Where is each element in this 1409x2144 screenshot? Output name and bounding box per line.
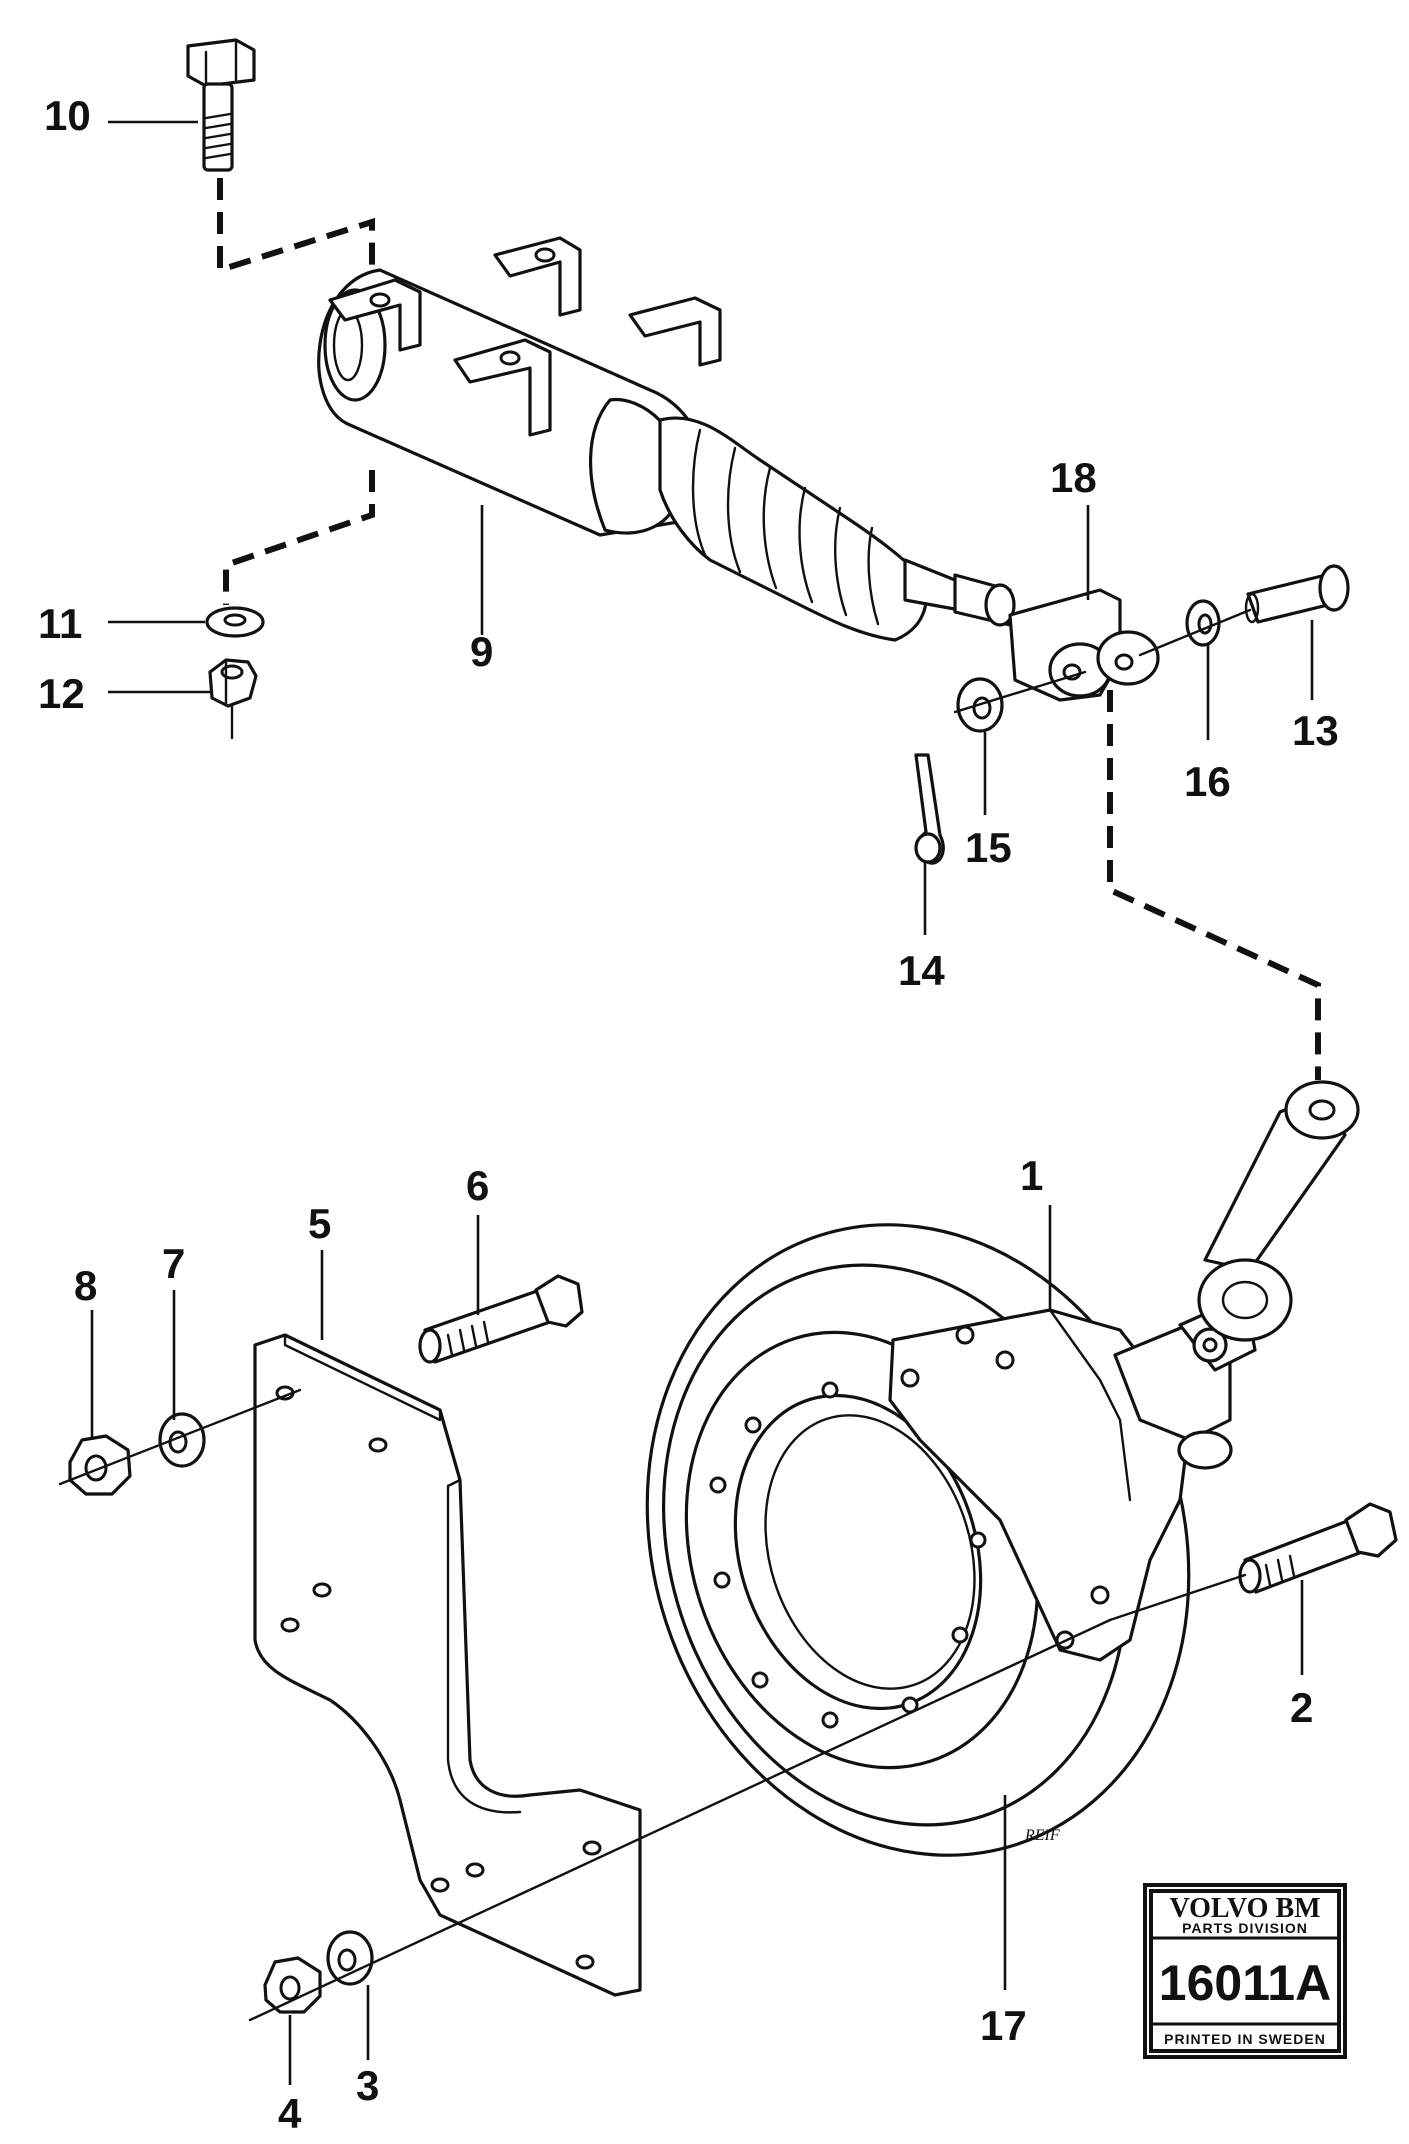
part-5-mounting-bracket [253, 1333, 642, 1997]
callout-12: 12 [38, 670, 85, 717]
part-12-nut [208, 658, 258, 740]
stamp-brand: VOLVO BM [1169, 1893, 1320, 1924]
callout-3: 3 [356, 2062, 379, 2109]
callout-16: 16 [1184, 758, 1231, 805]
part-9-brake-cylinder [317, 236, 1016, 642]
callout-13: 13 [1292, 707, 1339, 754]
callout-7: 7 [162, 1240, 185, 1287]
part-11-washer [205, 606, 265, 638]
part-14-split-pin [914, 753, 945, 865]
part-13-clevis-pin [1244, 564, 1350, 624]
callout-15: 15 [965, 824, 1012, 871]
volvo-bm-stamp: VOLVO BM PARTS DIVISION 16011A PRINTED I… [1143, 1883, 1347, 2059]
callout-14: 14 [898, 947, 945, 994]
callout-8: 8 [74, 1262, 97, 1309]
assembly-dash-lines [217, 178, 1321, 1080]
draftsman-signature: REIF [1024, 1827, 1060, 1844]
callout-11: 11 [38, 600, 82, 647]
callout-1: 1 [1020, 1152, 1043, 1199]
part-6-bolt [418, 1274, 584, 1364]
part-2-bolt [1238, 1502, 1398, 1594]
callout-labels: 10 11 12 9 18 13 16 15 14 1 2 6 5 7 8 17… [38, 92, 1339, 2137]
callout-10: 10 [44, 92, 91, 139]
part-7-washer [158, 1412, 206, 1468]
part-17-brake-disc [645, 1223, 1191, 1857]
part-1-caliper [888, 1080, 1360, 1662]
assembly-axis-lines [58, 608, 1252, 2022]
part-18-clevis [1008, 588, 1160, 702]
callout-17: 17 [980, 2002, 1027, 2049]
stamp-number: 16011A [1159, 1955, 1331, 2011]
callout-18: 18 [1050, 454, 1097, 501]
part-4-nut [263, 1956, 322, 2014]
part-8-nut [68, 1434, 132, 1496]
callout-leaders [90, 120, 1314, 2085]
callout-9: 9 [470, 628, 493, 675]
callout-6: 6 [466, 1162, 489, 1209]
callout-5: 5 [308, 1200, 331, 1247]
stamp-printed: PRINTED IN SWEDEN [1164, 2031, 1326, 2047]
part-10-bolt [186, 38, 256, 172]
part-3-washer [326, 1930, 374, 1986]
stamp-division: PARTS DIVISION [1182, 1920, 1308, 1936]
callout-4: 4 [278, 2090, 302, 2137]
callout-2: 2 [1290, 1684, 1313, 1731]
part-16-washer [1185, 599, 1221, 647]
